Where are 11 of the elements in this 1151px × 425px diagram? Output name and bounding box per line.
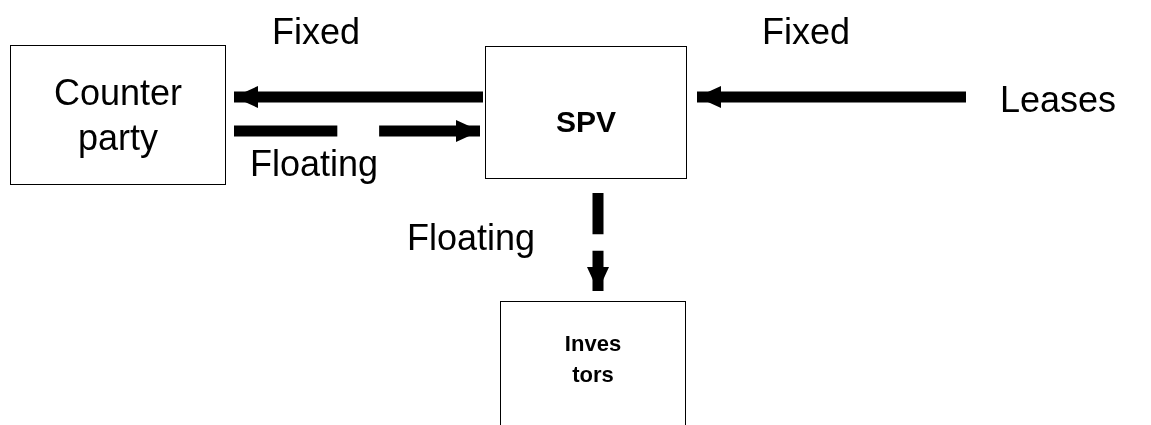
- source-label: Leases: [968, 78, 1148, 122]
- arrow: [587, 193, 609, 291]
- entity-box: [485, 46, 687, 179]
- entity-box: [500, 301, 686, 425]
- arrow: [697, 86, 966, 108]
- entity-box: [10, 45, 226, 185]
- box-label: Inves tors: [563, 330, 623, 389]
- box-label: Counter party: [52, 71, 184, 160]
- arrow: [234, 120, 480, 142]
- box-label: SPV: [556, 103, 616, 140]
- arrow: [234, 86, 483, 108]
